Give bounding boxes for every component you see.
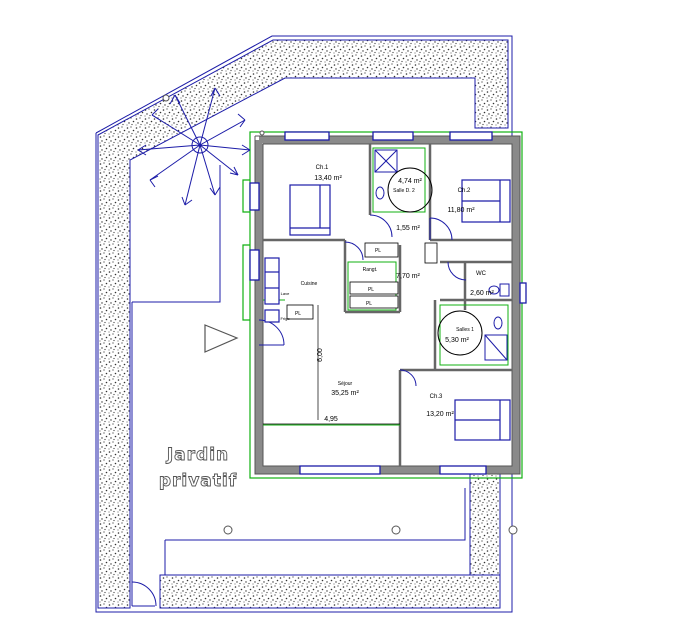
room-ch1-name: Ch.1 bbox=[316, 165, 329, 171]
closet-label-1: PL bbox=[375, 248, 381, 254]
appliance-label-2: Frigo bbox=[280, 316, 290, 321]
appliance-label-1: Lave bbox=[281, 291, 290, 296]
room-ch3-area: 13,20 m² bbox=[426, 411, 454, 418]
palm-tree-icon bbox=[137, 87, 251, 206]
room-sejour-area: 35,25 m² bbox=[331, 390, 359, 397]
bathroom-fixtures bbox=[374, 149, 510, 361]
garden-label-line2: privatif bbox=[159, 471, 237, 491]
room-sdb2-name: Salle D. 2 bbox=[393, 188, 415, 194]
room-ch3-name: Ch.3 bbox=[430, 394, 443, 400]
closet-label-2: PL bbox=[368, 287, 374, 293]
kitchen-counter bbox=[264, 257, 280, 323]
bed-ch1 bbox=[289, 184, 331, 236]
room-ch2-area: 11,80 m² bbox=[447, 207, 475, 214]
interior-green-lines bbox=[263, 147, 509, 426]
closets bbox=[286, 242, 438, 320]
dimension-horizontal: 4,95 bbox=[324, 416, 338, 423]
garden-posts bbox=[162, 94, 518, 535]
room-ch2-name: Ch.2 bbox=[458, 188, 471, 194]
gravel-border bbox=[97, 39, 509, 609]
entrance-arrow bbox=[204, 324, 239, 353]
room-rangement-name: Rangt. bbox=[363, 267, 378, 273]
bed-ch3 bbox=[454, 399, 511, 441]
room-rangement-area: 7,70 m² bbox=[396, 273, 420, 280]
dimension-vertical: 6,00 bbox=[317, 348, 324, 362]
door-swings bbox=[258, 214, 467, 387]
room-wc-name: WC bbox=[476, 271, 487, 277]
room-sdb1-area: 5,30 m² bbox=[445, 337, 469, 344]
room-sejour-name: Séjour bbox=[338, 381, 353, 387]
closet-label-4: PL bbox=[295, 311, 301, 317]
turning-circles bbox=[387, 167, 483, 356]
room-sdb1-name: Salles 1 bbox=[456, 327, 474, 333]
room-wc-area: 2,60 m² bbox=[470, 290, 494, 297]
room-degagement-area: 1,55 m² bbox=[396, 225, 420, 232]
room-ch1-area: 13,40 m² bbox=[314, 175, 342, 182]
bed-ch2 bbox=[461, 179, 511, 223]
garden-gate bbox=[131, 581, 157, 607]
garden-label-line1: Jardin bbox=[166, 445, 229, 465]
room-cuisine-name: Cuisine bbox=[301, 281, 318, 287]
windows bbox=[249, 131, 527, 475]
room-sdb2-area: 4,74 m² bbox=[398, 178, 422, 185]
interior-walls bbox=[263, 144, 512, 466]
closet-label-3: PL bbox=[366, 301, 372, 307]
exterior-walls bbox=[255, 136, 520, 474]
dimension-lines bbox=[263, 305, 400, 425]
